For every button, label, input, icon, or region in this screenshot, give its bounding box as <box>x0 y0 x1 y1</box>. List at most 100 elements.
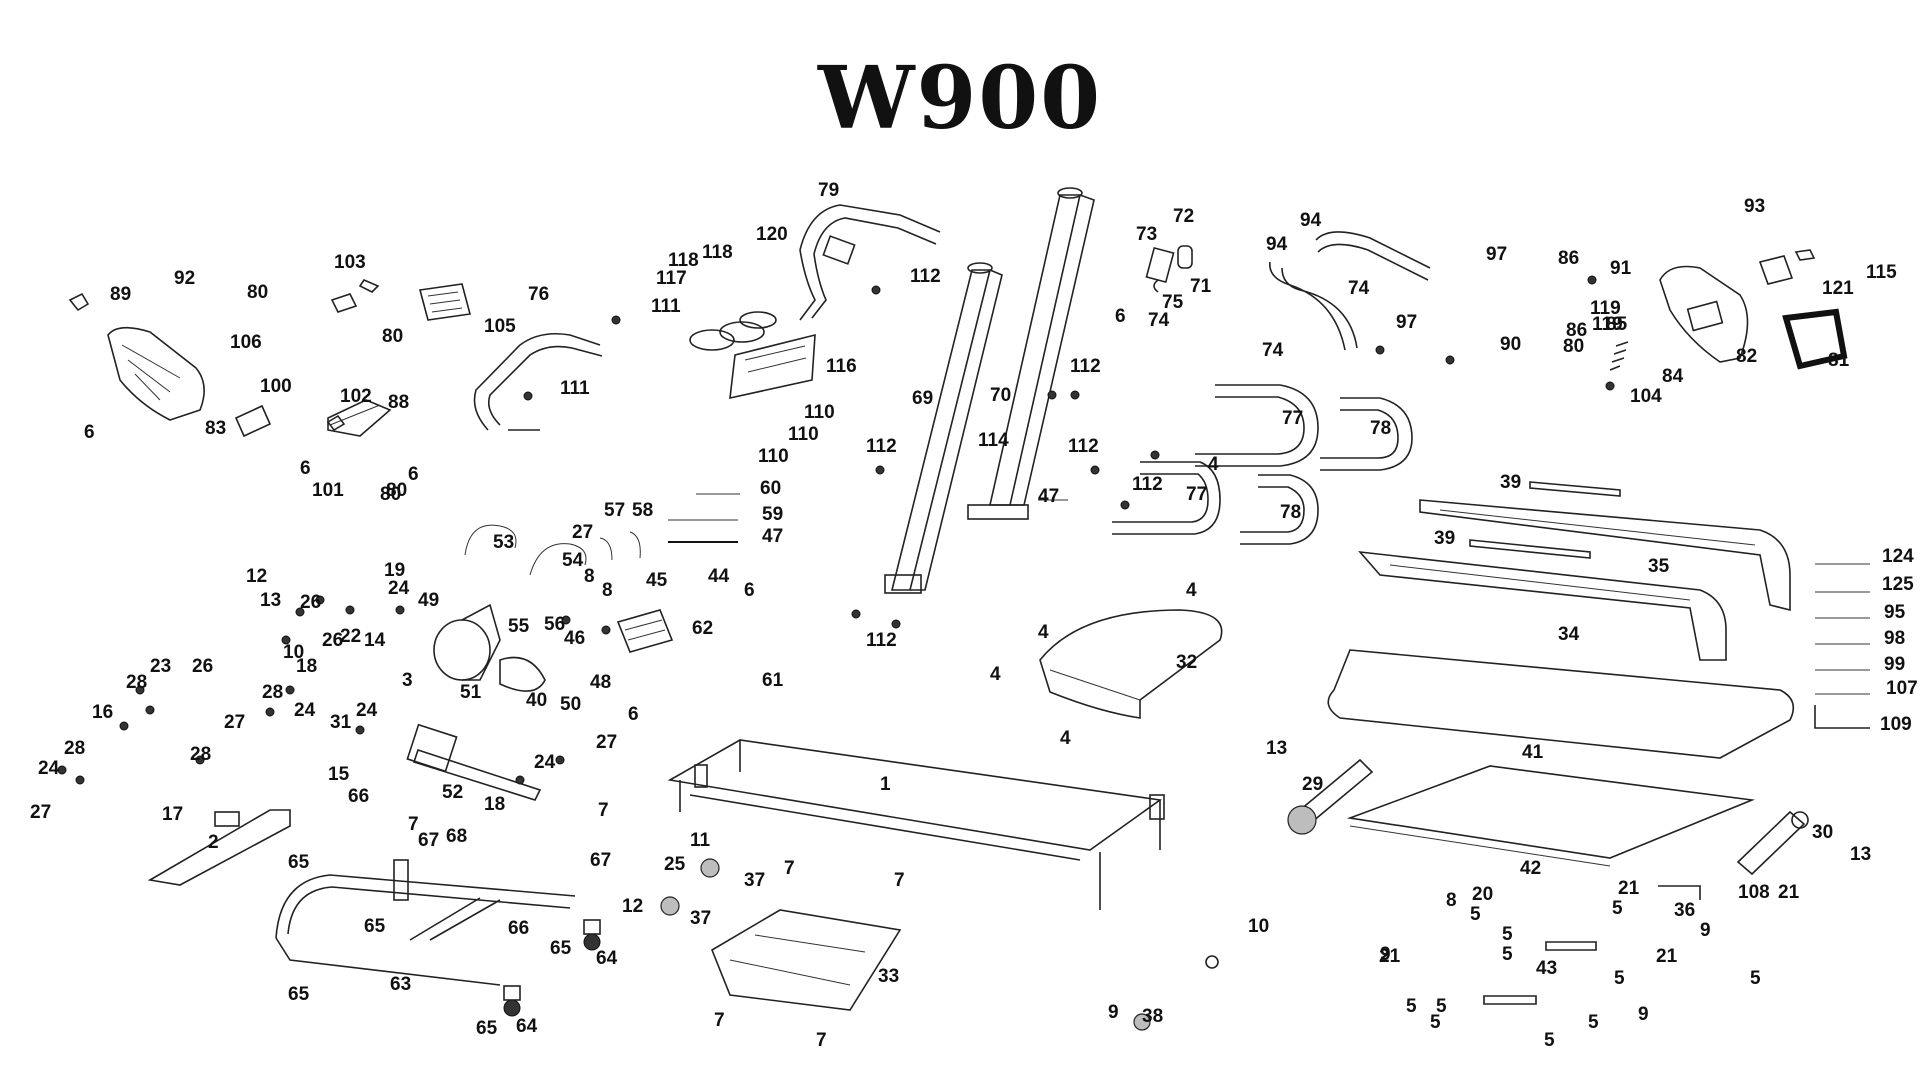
part-label-59: 59 <box>762 504 783 525</box>
part-label-5: 5 <box>1406 996 1417 1017</box>
part-label-38: 38 <box>1142 1006 1163 1027</box>
part-label-54: 54 <box>562 550 584 571</box>
part-label-112: 112 <box>910 266 941 287</box>
part-label-18: 18 <box>484 794 505 815</box>
part-label-112: 112 <box>1068 436 1099 457</box>
incline-arm-2 <box>147 809 291 886</box>
part-label-110: 110 <box>758 446 789 467</box>
part-label-56: 56 <box>544 614 565 635</box>
armrest-77-lower <box>1112 461 1221 535</box>
part-label-120: 120 <box>756 224 788 245</box>
part-label-4: 4 <box>1060 728 1071 749</box>
part-label-37: 37 <box>744 870 765 891</box>
part-label-35: 35 <box>1648 556 1670 577</box>
part-label-11: 11 <box>690 830 711 851</box>
part-label-27: 27 <box>596 732 617 753</box>
part-label-7: 7 <box>598 800 609 821</box>
part-label-94: 94 <box>1300 210 1322 231</box>
part-label-43: 43 <box>1536 958 1557 979</box>
support-bars-43 <box>1483 941 1597 1005</box>
part-label-5: 5 <box>1612 898 1623 919</box>
base-frame-63 <box>275 859 576 986</box>
part-label-64: 64 <box>516 1016 538 1037</box>
part-label-4: 4 <box>1208 454 1219 475</box>
part-label-49: 49 <box>418 590 439 611</box>
part-label-39: 39 <box>1434 528 1455 549</box>
part-label-5: 5 <box>1750 968 1761 989</box>
part-label-106: 106 <box>230 332 262 353</box>
part-label-65: 65 <box>364 916 386 937</box>
part-label-118: 118 <box>668 250 699 271</box>
part-label-21: 21 <box>1778 882 1800 903</box>
part-label-9: 9 <box>1108 1002 1119 1023</box>
armrest-78-upper <box>1320 397 1413 471</box>
bracket-108 <box>1658 885 1701 900</box>
part-label-18: 18 <box>296 656 317 677</box>
part-label-74: 74 <box>1262 340 1284 361</box>
part-label-26: 26 <box>300 592 321 613</box>
part-label-26: 26 <box>322 630 343 651</box>
part-label-97: 97 <box>1486 244 1507 265</box>
part-label-31: 31 <box>330 712 352 733</box>
part-label-84: 84 <box>1662 366 1684 387</box>
part-label-71: 71 <box>1190 276 1212 297</box>
part-label-7: 7 <box>714 1010 725 1031</box>
part-label-48: 48 <box>590 672 611 693</box>
part-label-12: 12 <box>622 896 643 917</box>
part-label-24: 24 <box>356 700 378 721</box>
part-label-7: 7 <box>784 858 795 879</box>
part-label-37: 37 <box>690 908 711 929</box>
bracket-parts <box>1145 245 1193 293</box>
part-label-6: 6 <box>300 458 311 479</box>
part-label-27: 27 <box>572 522 593 543</box>
part-label-92: 92 <box>174 268 195 289</box>
part-label-91: 91 <box>1610 258 1632 279</box>
part-label-25: 25 <box>664 854 686 875</box>
part-label-118: 118 <box>702 242 733 263</box>
part-label-6: 6 <box>628 704 639 725</box>
part-label-111: 111 <box>651 296 681 317</box>
part-label-24: 24 <box>294 700 316 721</box>
part-label-9: 9 <box>1380 944 1391 965</box>
caster-64-upper <box>583 919 601 951</box>
part-label-111: 111 <box>560 378 590 399</box>
part-label-110: 110 <box>788 424 819 445</box>
part-label-53: 53 <box>493 532 514 553</box>
part-label-58: 58 <box>632 500 653 521</box>
part-label-102: 102 <box>340 386 372 407</box>
part-label-65: 65 <box>550 938 572 959</box>
hardware-dots <box>57 275 1615 785</box>
part-label-15: 15 <box>328 764 350 785</box>
part-label-63: 63 <box>390 974 411 995</box>
part-label-60: 60 <box>760 478 781 499</box>
motor-cover-32 <box>1039 609 1223 719</box>
part-label-95: 95 <box>1884 602 1906 623</box>
caster-64-lower <box>503 985 521 1017</box>
part-label-64: 64 <box>596 948 618 969</box>
part-label-8: 8 <box>1446 890 1457 911</box>
part-label-6: 6 <box>1115 306 1126 327</box>
part-label-75: 75 <box>1162 292 1184 313</box>
upright-70 <box>967 187 1095 520</box>
part-label-4: 4 <box>1038 622 1049 643</box>
part-label-7: 7 <box>408 814 419 835</box>
part-label-8: 8 <box>584 566 595 587</box>
part-label-62: 62 <box>692 618 713 639</box>
part-label-65: 65 <box>476 1018 498 1039</box>
part-label-116: 116 <box>826 356 857 377</box>
handlebar-76 <box>473 332 603 431</box>
part-label-6: 6 <box>744 580 755 601</box>
part-label-34: 34 <box>1558 624 1580 645</box>
part-label-52: 52 <box>442 782 463 803</box>
part-label-13: 13 <box>1266 738 1287 759</box>
part-label-81: 81 <box>1828 350 1850 371</box>
part-label-78: 78 <box>1370 418 1391 439</box>
part-label-125: 125 <box>1882 574 1914 595</box>
part-label-80: 80 <box>382 326 403 347</box>
part-label-26: 26 <box>192 656 213 677</box>
part-label-117: 117 <box>656 268 687 289</box>
part-label-104: 104 <box>1630 386 1662 407</box>
part-label-108: 108 <box>1738 882 1770 903</box>
right-console-82 <box>1659 249 1848 370</box>
